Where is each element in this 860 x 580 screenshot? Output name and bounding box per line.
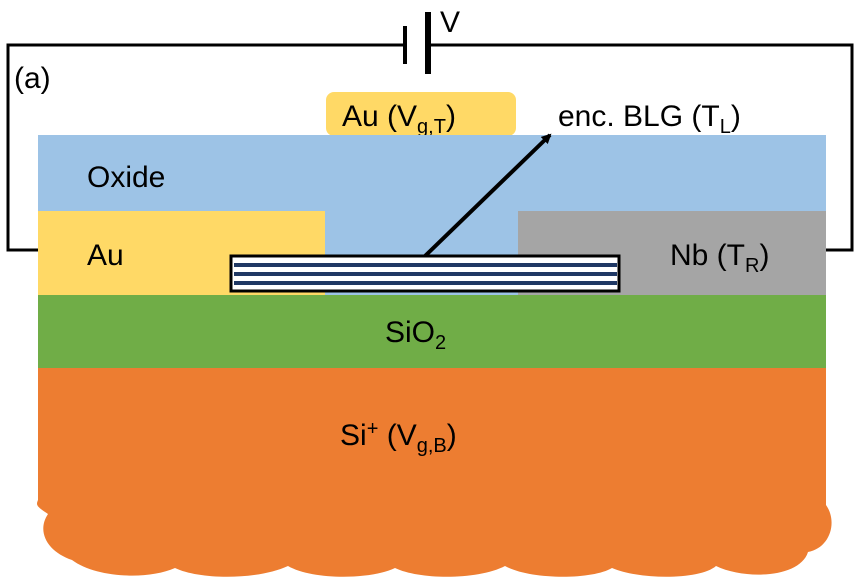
battery-symbol — [403, 12, 431, 74]
niobium-contact-label: Nb (TR) — [670, 239, 769, 277]
sio2-label: SiO2 — [385, 316, 446, 354]
sample-label: enc. BLG (TL) — [558, 100, 741, 138]
panel-label: (a) — [14, 62, 51, 95]
gold-contact-label: Au — [87, 239, 124, 272]
circuit-wire — [6, 43, 854, 252]
voltage-label: V — [440, 6, 460, 39]
sio2-layer — [38, 294, 826, 368]
silicon-label: Si+ (Vg,B) — [340, 418, 457, 457]
top-gate-pad — [326, 92, 516, 136]
silicon-substrate — [37, 368, 832, 577]
top-gate-label: Au (Vg,T) — [342, 100, 456, 138]
blg-stack — [229, 254, 621, 293]
sample-pointer-arrow — [423, 133, 552, 258]
oxide-label: Oxide — [87, 161, 165, 194]
